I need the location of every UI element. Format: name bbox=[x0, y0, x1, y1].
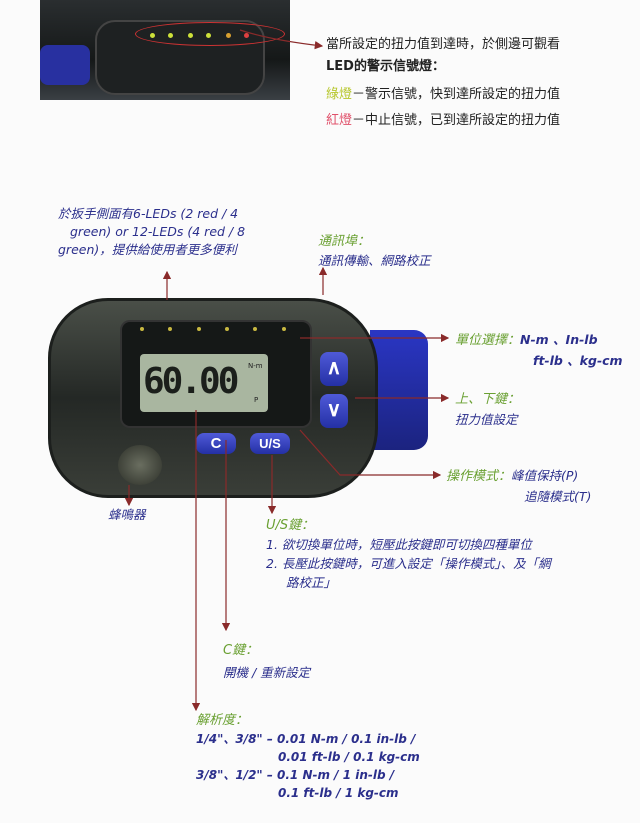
led-note: 當所設定的扭力值到達時，於側邊可觀看 LED的警示信號燈： 綠燈－警示信號，快到… bbox=[326, 34, 560, 132]
leds-note-line2: green) or 12-LEDs (4 red / 8 bbox=[70, 224, 246, 239]
led-note-line2: LED的警示信號燈： bbox=[326, 59, 445, 74]
us-note: U/S鍵： 1. 欲切換單位時，短壓此按鍵即可切換四種單位 2. 長壓此按鍵時，… bbox=[266, 516, 551, 592]
resolution-row2-cont: 0.1 ft-lb / 1 kg-cm bbox=[278, 786, 399, 800]
up-key[interactable]: ∧ bbox=[320, 352, 348, 386]
us-note-item2: 2. 長壓此按鍵時，可進入設定「操作模式」、及「網 bbox=[266, 556, 551, 571]
updown-note-text: 扭力值設定 bbox=[455, 412, 518, 427]
led-note-line1: 當所設定的扭力值到達時，於側邊可觀看 bbox=[326, 37, 561, 52]
display-mode: P bbox=[254, 396, 259, 404]
leds-note: 於扳手側面有6-LEDs (2 red / 4 green) or 12-LED… bbox=[58, 205, 245, 259]
mode-arrow bbox=[299, 429, 442, 480]
mode-note-line2: 追隨模式(T) bbox=[524, 489, 592, 504]
port-note-title: 通訊埠： bbox=[318, 234, 371, 249]
device-led-row bbox=[128, 327, 298, 335]
leds-note-line1: 於扳手側面有6-LEDs (2 red / 4 bbox=[58, 206, 239, 221]
lcd-screen bbox=[140, 354, 268, 412]
leds-note-line3: green)，提供給使用者更多便利 bbox=[58, 242, 237, 257]
us-note-item1: 1. 欲切換單位時，短壓此按鍵即可切換四種單位 bbox=[266, 537, 532, 552]
resolution-note-title: 解析度： bbox=[196, 713, 249, 728]
us-note-item2-cont: 路校正」 bbox=[286, 575, 337, 590]
port-note: 通訊埠： 通訊傳輸、網路校正 bbox=[318, 232, 431, 270]
red-light-label: 紅燈 bbox=[326, 113, 353, 128]
resolution-row1-cont: 0.01 ft-lb / 0.1 kg-cm bbox=[278, 750, 420, 764]
led-photo bbox=[40, 0, 290, 100]
buzzer-note: 蜂鳴器 bbox=[108, 507, 146, 522]
display-unit: N-m bbox=[248, 362, 263, 370]
us-note-title: U/S鍵： bbox=[266, 518, 315, 533]
buzzer bbox=[118, 445, 162, 485]
torque-display: 60.00 bbox=[143, 361, 239, 402]
wrench-handle bbox=[370, 330, 428, 450]
down-key[interactable]: ∨ bbox=[320, 394, 348, 428]
mode-note-line1: 峰值保持(P) bbox=[511, 468, 579, 483]
led-highlight-ring bbox=[135, 22, 285, 46]
c-note-title: C鍵： bbox=[223, 643, 259, 658]
port-note-text: 通訊傳輸、網路校正 bbox=[318, 253, 431, 268]
green-light-text: －警示信號，快到達所設定的扭力值 bbox=[352, 87, 561, 102]
unit-note-line2: ft-lb 、kg-cm bbox=[533, 353, 623, 368]
wrench-grip bbox=[40, 45, 90, 85]
red-light-text: －中止信號，已到達所設定的扭力值 bbox=[352, 113, 561, 128]
unit-note: 單位選擇：N-m 、In-lb ft-lb 、kg-cm bbox=[455, 330, 623, 371]
mode-note-title: 操作模式： bbox=[446, 469, 512, 484]
unit-note-title: 單位選擇： bbox=[455, 333, 521, 348]
unit-note-line1: N-m 、In-lb bbox=[520, 332, 598, 347]
resolution-note: 解析度： 1/4"、3/8" – 0.01 N-m / 0.1 in-lb / … bbox=[196, 712, 420, 802]
mode-note: 操作模式：峰值保持(P) 追隨模式(T) bbox=[446, 466, 591, 507]
updown-note: 上、下鍵： 扭力值設定 bbox=[455, 390, 520, 430]
c-note: C鍵： 開機 / 重新設定 bbox=[223, 640, 310, 684]
resolution-row2: 3/8"、1/2" – 0.1 N-m / 1 in-lb / bbox=[196, 768, 395, 782]
resolution-row1: 1/4"、3/8" – 0.01 N-m / 0.1 in-lb / bbox=[196, 732, 416, 746]
us-key[interactable]: U/S bbox=[250, 433, 290, 454]
green-light-label: 綠燈 bbox=[326, 87, 353, 102]
updown-note-title: 上、下鍵： bbox=[455, 392, 521, 407]
c-note-text: 開機 / 重新設定 bbox=[223, 665, 311, 680]
led-arrow bbox=[239, 29, 324, 50]
